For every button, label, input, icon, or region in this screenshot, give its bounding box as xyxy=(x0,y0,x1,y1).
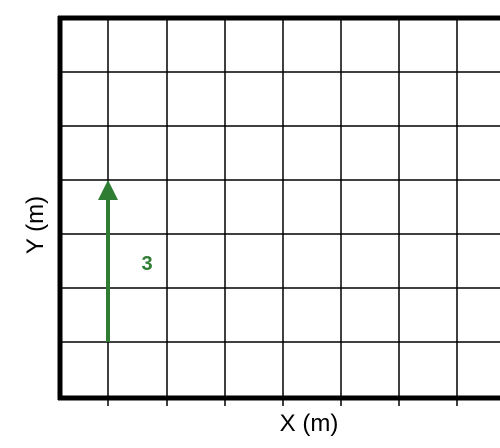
x-axis-label: X (m) xyxy=(280,410,339,437)
vector-arrowhead xyxy=(98,180,118,200)
y-axis-label: Y (m) xyxy=(22,196,49,254)
vector-arrow xyxy=(98,180,118,342)
grid xyxy=(60,18,500,398)
vector-magnitude-label: 3 xyxy=(141,253,152,275)
